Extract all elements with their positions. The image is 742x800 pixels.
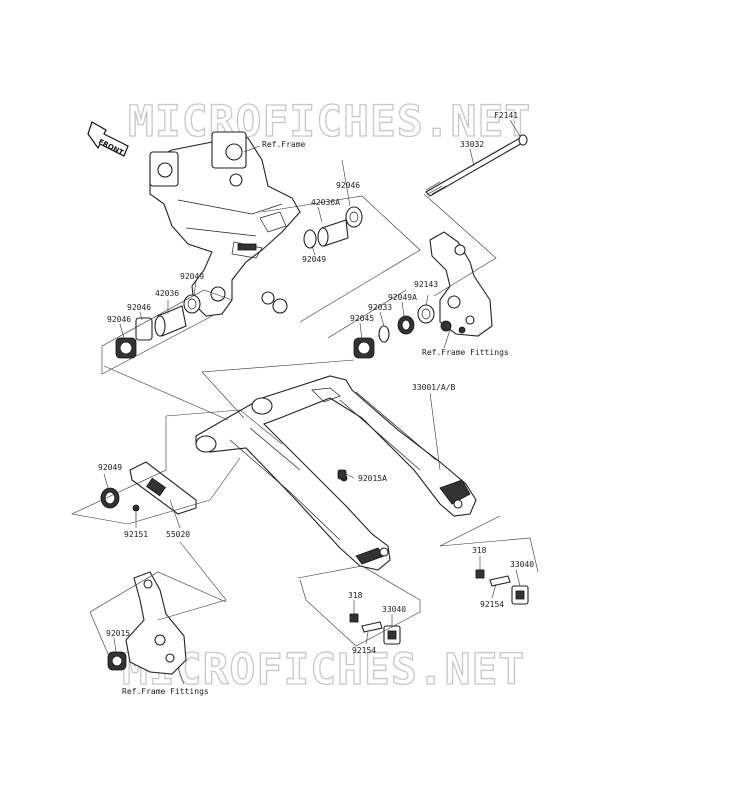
label-ref-frame-fittings-bottom: Ref.Frame Fittings	[122, 687, 209, 696]
pivot-shaft	[425, 134, 528, 197]
label-figure-code: F2141	[494, 111, 518, 120]
label-92046-b: 92046	[107, 315, 131, 324]
frame-fitting-plate-top	[429, 231, 493, 337]
watermark-bottom: MICROFICHES.NET	[122, 645, 525, 695]
label-42036A: 42036A	[311, 198, 340, 207]
label-33032: 33032	[460, 140, 484, 149]
label-92143: 92143	[414, 280, 438, 289]
label-92033: 92033	[368, 303, 392, 312]
label-42036: 42036	[155, 289, 179, 298]
upper-bearing-group	[303, 206, 363, 249]
swingarm	[195, 375, 477, 571]
watermark-top: MICROFICHES.NET	[128, 97, 531, 147]
label-ref-frame: Ref.Frame	[262, 140, 306, 149]
part-labels: F2141 33032 Ref.Frame 92046 42036A 92049…	[98, 111, 534, 696]
label-92049A: 92049A	[388, 293, 417, 302]
left-bearing-group	[115, 294, 201, 359]
label-92045: 92045	[350, 314, 374, 323]
label-318-right: 318	[472, 546, 487, 555]
label-92049-mid: 92049	[180, 272, 204, 281]
label-92015: 92015	[106, 629, 130, 638]
label-92154-right: 92154	[480, 600, 504, 609]
label-92049-top: 92049	[302, 255, 326, 264]
frame-section	[149, 131, 301, 317]
label-92015A: 92015A	[358, 474, 387, 483]
label-92154-left: 92154	[352, 646, 376, 655]
label-33040-right: 33040	[510, 560, 534, 569]
section-outlines	[71, 119, 539, 685]
chain-adjuster-left	[349, 613, 401, 645]
label-92049-low: 92049	[98, 463, 122, 472]
label-ref-frame-fittings-top: Ref.Frame Fittings	[422, 348, 509, 357]
label-33040-left: 33040	[382, 605, 406, 614]
label-55020: 55020	[166, 530, 190, 539]
bolt-92015A	[337, 469, 347, 480]
right-bearing-group	[353, 304, 435, 359]
chain-adjuster-right	[475, 569, 529, 605]
label-92151: 92151	[124, 530, 148, 539]
label-92046-top: 92046	[336, 181, 360, 190]
label-33001: 33001/A/B	[412, 383, 456, 392]
frame-fitting-plate-bottom	[107, 571, 187, 675]
label-318-left: 318	[348, 591, 363, 600]
label-92046-a: 92046	[127, 303, 151, 312]
front-arrow-icon: FRONT	[87, 121, 129, 157]
chain-guide	[100, 461, 197, 520]
